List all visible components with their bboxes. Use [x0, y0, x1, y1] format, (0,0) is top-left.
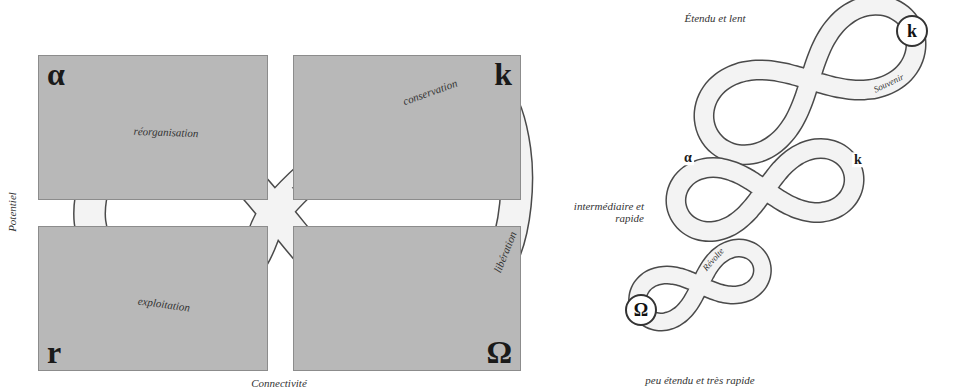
phase-letter: k	[494, 58, 512, 90]
axis-label: Potentiel	[6, 192, 18, 232]
phase-quadrant: k	[293, 55, 521, 200]
phase-name: réorganisation	[133, 125, 198, 139]
axis-label: Connectivité	[251, 377, 307, 389]
phase-circle: k	[896, 15, 928, 47]
medium-cycle-ribbon-edge	[676, 148, 854, 231]
phase-letter: k	[907, 22, 917, 40]
phase-name: libération	[491, 229, 518, 274]
phase-letter: α	[47, 58, 65, 90]
phase-letter: α	[682, 150, 694, 165]
link-name: Révolte	[702, 247, 727, 274]
phase-letter: Ω	[486, 336, 512, 368]
scale-label: intermédiaire et rapide	[552, 200, 644, 224]
large-cycle-ribbon	[704, 5, 916, 155]
scale-label: Étendu et lent	[684, 12, 745, 24]
phase-quadrant: Ω	[293, 226, 521, 371]
phase-letter: Ω	[634, 301, 648, 319]
scale-label: peu étendu et très rapide	[645, 374, 754, 386]
phase-letter: r	[47, 336, 61, 368]
phase-name: conservation	[402, 77, 460, 108]
phase-name: exploitation	[137, 294, 191, 313]
phase-circle: Ω	[625, 294, 657, 326]
medium-cycle-ribbon-face	[676, 148, 854, 231]
large-cycle-ribbon-face	[704, 5, 916, 155]
phase-letter: k	[852, 152, 864, 167]
link-name: Souvenir	[873, 73, 906, 96]
medium-cycle-ribbon	[676, 148, 854, 231]
large-cycle-ribbon-edge	[704, 5, 916, 155]
